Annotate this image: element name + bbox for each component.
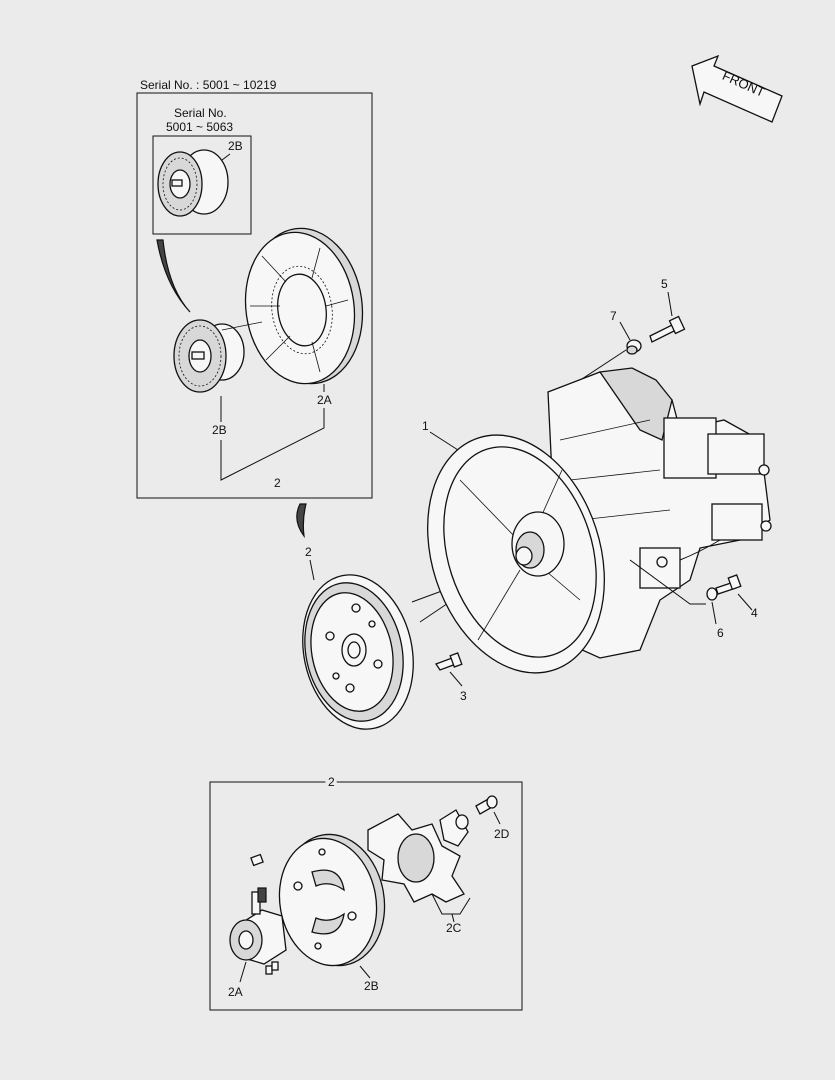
inset-bottom-flange-plate [278, 833, 386, 967]
inset-bottom-label-2d: 2D [494, 827, 510, 841]
inset-top-label-2b: 2B [212, 423, 227, 437]
inset-top-gear-hub [173, 319, 263, 393]
inset-bottom-rubber-element [367, 809, 469, 903]
label-pump: 1 [422, 419, 429, 433]
inset-bottom-frame [209, 781, 523, 1011]
pump-flange-housing [427, 434, 605, 674]
sub-inset-part-label: 2B [228, 139, 243, 153]
inset-bottom-label-2a: 2A [228, 985, 243, 999]
bolt-coupling [435, 652, 463, 687]
bolt-side [715, 574, 753, 611]
washer-side [629, 559, 718, 625]
label-bolt-side: 4 [751, 606, 758, 620]
coupling-disc [302, 574, 414, 730]
washer-top [619, 321, 642, 355]
sub-inset-pointer [156, 239, 191, 313]
label-washer-side: 6 [717, 626, 724, 640]
inset-bottom-label-2c: 2C [446, 921, 462, 935]
inset-top-label-2a: 2A [317, 393, 332, 407]
sub-inset-serial-heading: Serial No. [174, 106, 227, 120]
bolt-top [649, 291, 686, 343]
front-arrow: FRONT [691, 54, 783, 123]
inset-bottom-hub [229, 853, 287, 975]
inset-bottom-bolt [455, 795, 498, 830]
inset-bottom-title: 2 [328, 775, 335, 789]
label-coupling: 2 [305, 545, 312, 559]
sub-inset-serial-range: 5001 ~ 5063 [166, 120, 233, 134]
inset-top-label-2: 2 [274, 476, 281, 490]
label-bolt-coupling: 3 [460, 689, 467, 703]
inset-top-pointer [296, 503, 307, 539]
inset-top-flange-plate [244, 227, 364, 385]
label-washer-top: 7 [610, 309, 617, 323]
main-assembly: 1 2 3 4 5 6 7 [302, 277, 772, 730]
sub-inset: Serial No. 5001 ~ 5063 2B [152, 106, 252, 235]
inset-top-frame [136, 92, 373, 499]
inset-bottom-label-2b: 2B [364, 979, 379, 993]
label-bolt-top: 5 [661, 277, 668, 291]
sub-inset-frame [152, 135, 252, 235]
inset-bottom: 2 [209, 772, 523, 1011]
inset-top: Serial No. : 5001 ~ 10219 Serial No. 500… [136, 78, 373, 499]
sub-inset-gear-hub [157, 149, 229, 217]
inset-top-serial: Serial No. : 5001 ~ 10219 [140, 78, 277, 92]
